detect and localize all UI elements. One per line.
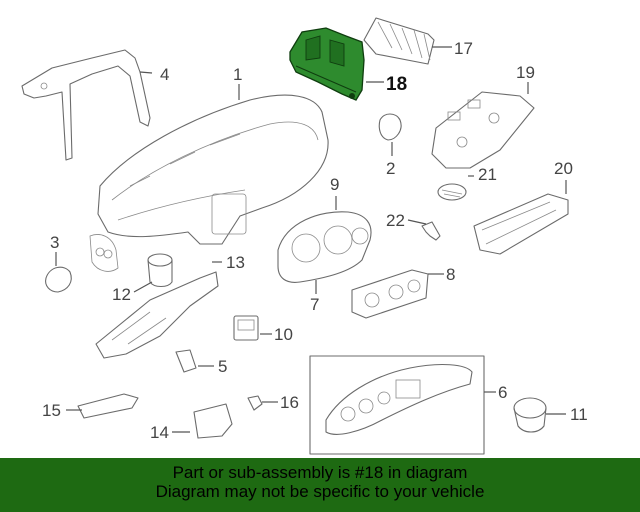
callout-10: 10 <box>274 325 293 344</box>
callout-8: 8 <box>446 265 455 284</box>
banner-line-2: Diagram may not be specific to your vehi… <box>155 482 485 501</box>
callout-4: 4 <box>160 65 169 84</box>
callout-6: 6 <box>498 383 507 402</box>
part-3 <box>45 266 72 293</box>
callout-14: 14 <box>150 423 169 442</box>
callout-5: 5 <box>218 357 227 376</box>
part-20-glove-box <box>473 193 569 255</box>
part-15 <box>77 393 139 419</box>
callout-labels: 4 1 18 17 19 2 21 20 22 9 8 7 3 12 13 10… <box>42 39 588 442</box>
part-21 <box>437 183 467 201</box>
callout-20: 20 <box>554 159 573 178</box>
parts-diagram: 4 1 18 17 19 2 21 20 22 9 8 7 3 12 13 10… <box>21 17 588 455</box>
callout-19: 19 <box>516 63 535 82</box>
leader-lines <box>55 46 567 433</box>
callout-18: 18 <box>386 74 407 95</box>
part-14 <box>193 403 233 439</box>
part-9-cluster <box>277 211 372 283</box>
callout-15: 15 <box>42 401 61 420</box>
callout-7: 7 <box>310 295 319 314</box>
part-2 <box>378 113 402 141</box>
part-13-console <box>95 271 219 359</box>
part-22 <box>421 221 441 241</box>
callout-9: 9 <box>330 175 339 194</box>
callout-11: 11 <box>570 405 588 424</box>
part-19-bracket <box>431 91 535 169</box>
callout-22: 22 <box>386 211 405 230</box>
info-banner: Part or sub-assembly is #18 in diagram D… <box>0 458 640 512</box>
callout-16: 16 <box>280 393 299 412</box>
part-6-trim-panel <box>309 355 485 455</box>
part-16 <box>247 395 263 411</box>
part-12 <box>147 253 173 288</box>
callout-1: 1 <box>233 65 242 84</box>
part-5 <box>175 349 197 373</box>
part-11 <box>513 397 547 433</box>
part-8-climate-control <box>351 269 429 319</box>
part-18-highlighted <box>289 27 365 101</box>
part-4-brace <box>21 49 151 161</box>
part-1-dashboard <box>89 94 329 272</box>
banner-line-1: Part or sub-assembly is #18 in diagram <box>172 463 468 482</box>
callout-13: 13 <box>226 253 245 272</box>
callout-12: 12 <box>112 285 131 304</box>
callout-17: 17 <box>454 39 473 58</box>
callout-2: 2 <box>386 159 395 178</box>
callout-21: 21 <box>478 165 497 184</box>
part-17 <box>363 17 435 65</box>
part-10 <box>233 315 259 341</box>
callout-3: 3 <box>50 233 59 252</box>
